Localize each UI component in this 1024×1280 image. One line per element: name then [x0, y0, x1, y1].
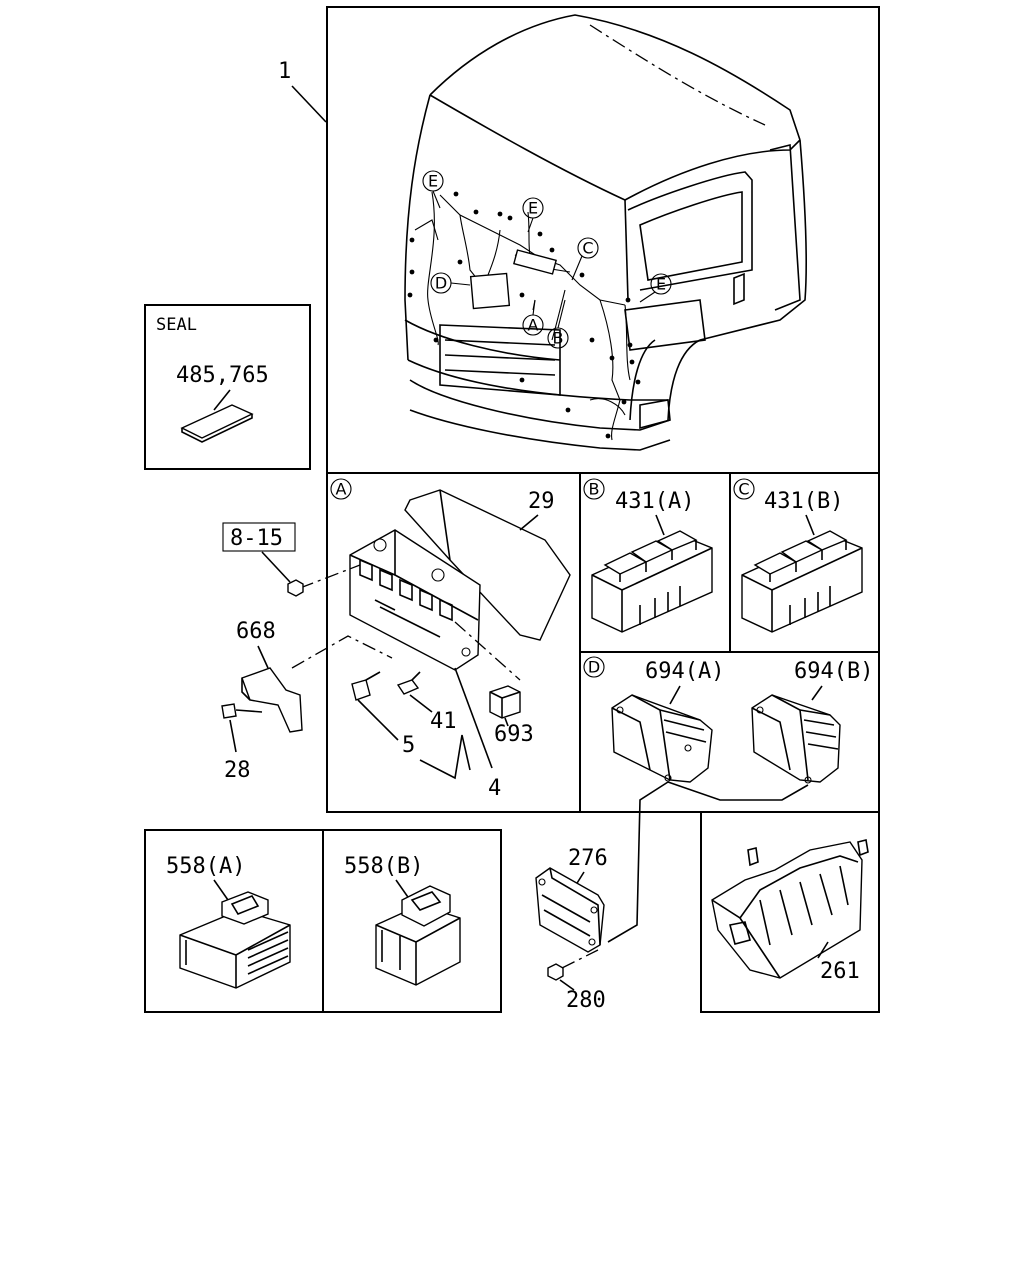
detail-d-drawing: D 694(A) 694(B): [583, 656, 873, 943]
marker-b-panel: B: [583, 478, 605, 500]
svg-text:C: C: [738, 480, 749, 499]
detail-b-drawing: B 431(A): [583, 478, 713, 633]
marker-e-1: E: [422, 170, 444, 192]
marker-e-2: E: [522, 197, 544, 219]
connector-558b-label: 558(B): [344, 854, 423, 879]
callout-relay-693: 693: [494, 722, 534, 747]
cover-694a-label: 694(A): [645, 659, 724, 684]
ref-box: [222, 522, 296, 552]
svg-text:D: D: [588, 658, 600, 677]
module-276-drawing: 276 280: [535, 846, 608, 1013]
svg-text:E: E: [428, 172, 438, 191]
detail-a-drawing: A 29 41 5 4 693: [291, 478, 571, 801]
connector-558a-label: 558(A): [166, 854, 245, 879]
marker-d-cab: D: [430, 272, 452, 294]
callout-fusebox-cover: 29: [528, 489, 555, 514]
svg-text:E: E: [528, 199, 538, 218]
seal-detail: SEAL 485,765: [156, 315, 269, 443]
callout-terminal-41: 41: [430, 709, 457, 734]
callout-module-276: 276: [568, 846, 608, 871]
tray-261-drawing: 261: [711, 839, 869, 984]
callout-tray-261: 261: [820, 959, 860, 984]
callout-bracket: 668: [236, 619, 276, 644]
svg-text:D: D: [435, 274, 447, 293]
seal-title: SEAL: [156, 315, 197, 335]
marker-d-panel: D: [583, 656, 605, 678]
marker-c-panel: C: [733, 478, 755, 500]
left-callouts: 8-15 668 28: [221, 522, 304, 783]
marker-b-cab: B: [547, 327, 569, 349]
callout-fusebox-4: 4: [488, 776, 501, 801]
marker-a-cab: A: [522, 314, 544, 336]
svg-text:E: E: [656, 275, 666, 294]
connector-558b-panel: [322, 829, 502, 1013]
callout-terminal-5: 5: [402, 733, 415, 758]
connector-558b-drawing: 558(B): [344, 854, 461, 986]
truck-cab-drawing: E E E D A B C: [404, 14, 807, 451]
tray-261-panel: [700, 811, 880, 1013]
svg-text:B: B: [553, 329, 564, 348]
svg-text:A: A: [336, 480, 347, 499]
seal-part-numbers: 485,765: [176, 363, 269, 388]
seal-panel: [144, 304, 311, 470]
cover-694b-label: 694(B): [794, 659, 873, 684]
svg-text:B: B: [589, 480, 600, 499]
svg-text:C: C: [582, 239, 593, 258]
connector-558a-drawing: 558(A): [166, 854, 291, 989]
callout-bolt: 28: [224, 758, 251, 783]
callout-harness: 1: [278, 59, 291, 84]
marker-e-3: E: [650, 273, 672, 295]
ref-box-text: 8-15: [230, 526, 283, 551]
detail-c-drawing: C 431(B): [733, 478, 863, 633]
marker-a-panel: A: [330, 478, 352, 500]
marker-c-cab: C: [577, 237, 599, 259]
svg-text:A: A: [528, 316, 539, 335]
relay-431a-label: 431(A): [615, 489, 694, 514]
relay-431b-label: 431(B): [764, 489, 843, 514]
callout-nut-280: 280: [566, 988, 606, 1013]
panel-frames: [144, 6, 880, 1013]
